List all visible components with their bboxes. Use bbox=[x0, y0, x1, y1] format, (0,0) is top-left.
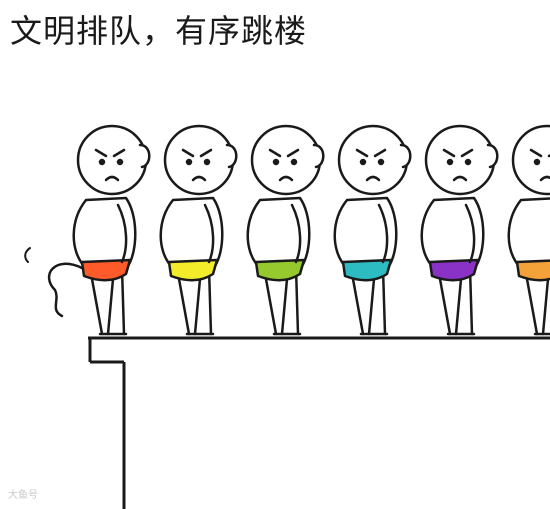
figures-layer bbox=[24, 124, 550, 336]
watermark: 大鱼号 bbox=[8, 490, 38, 501]
bald-figure bbox=[333, 124, 412, 336]
underwear bbox=[254, 258, 306, 282]
underwear bbox=[341, 258, 393, 282]
rooftop-ledge bbox=[88, 336, 550, 509]
underwear bbox=[80, 258, 132, 282]
caption-title: 文明排队，有序跳楼 bbox=[10, 12, 308, 50]
underwear bbox=[167, 258, 219, 282]
underwear bbox=[428, 258, 480, 282]
underwear bbox=[515, 259, 550, 282]
bald-figure bbox=[420, 124, 499, 336]
bald-figure bbox=[24, 124, 151, 336]
bald-figure bbox=[246, 124, 325, 336]
bald-figure bbox=[507, 124, 550, 336]
bald-figure bbox=[159, 124, 238, 336]
